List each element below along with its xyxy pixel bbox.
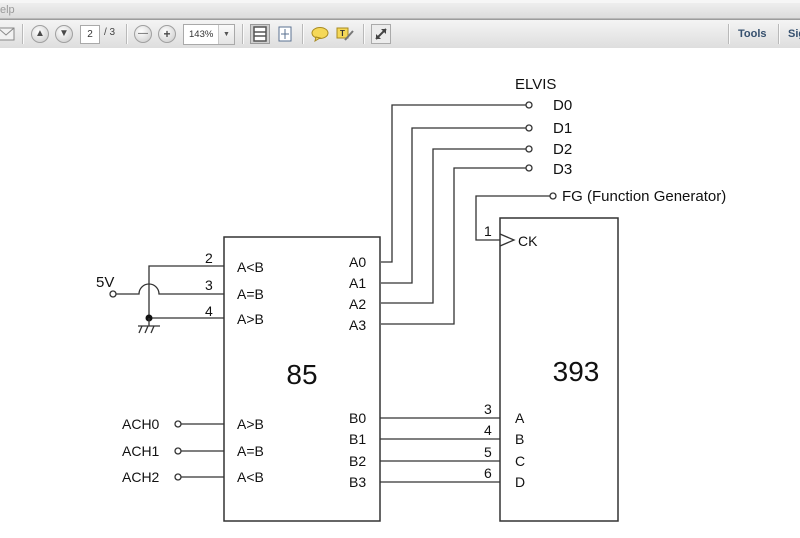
zoom-level-select[interactable]: 143% ▼ (183, 24, 235, 45)
label-d3: D3 (553, 161, 572, 178)
pin-85-a0: A0 (349, 254, 366, 270)
pin-85-a-gt-b: A>B (237, 311, 264, 327)
pin-85-b0: B0 (349, 410, 366, 426)
pin-85-a-lt-b-in: A<B (237, 469, 264, 485)
pin-num-393-1: 1 (484, 223, 492, 239)
terminal-d1 (525, 124, 533, 132)
terminal-5v (109, 290, 117, 298)
label-ach1: ACH1 (122, 443, 160, 459)
pin-num-393-4: 4 (484, 422, 492, 438)
pin-num-4: 4 (205, 303, 213, 319)
pin-85-a2: A2 (349, 296, 366, 312)
pin-85-b1: B1 (349, 431, 366, 447)
toolbar-separator (778, 24, 780, 44)
clock-triangle-icon (499, 233, 516, 247)
pin-393-c: C (515, 453, 525, 469)
menu-bar: elp (0, 0, 800, 19)
wire-a3-d3 (381, 167, 526, 325)
prev-page-button[interactable]: ▲ (30, 24, 50, 44)
toolbar: ▲ ▼ 2 / 3 — + 143% ▼ T Tools Sig (0, 19, 800, 50)
chip-85-label: 85 (286, 359, 317, 390)
speech-bubble-icon (311, 27, 329, 42)
pin-num-393-3: 3 (484, 401, 492, 417)
pin-85-b2: B2 (349, 453, 366, 469)
terminal-ach1 (174, 447, 182, 455)
plus-icon: + (158, 25, 176, 43)
arrow-down-icon: ▼ (55, 25, 73, 43)
zoom-out-button[interactable]: — (133, 24, 153, 44)
label-fg: FG (Function Generator) (562, 188, 726, 205)
pin-num-393-6: 6 (484, 465, 492, 481)
fit-page-button[interactable] (250, 24, 270, 44)
label-5v: 5V (96, 274, 114, 291)
fit-width-button[interactable] (275, 24, 295, 44)
envelope-icon[interactable] (0, 24, 16, 44)
terminal-ach0 (174, 420, 182, 428)
chip-393-label: 393 (553, 356, 600, 387)
sign-button[interactable]: Sig (788, 28, 800, 40)
label-ach2: ACH2 (122, 469, 160, 485)
pin-num-3: 3 (205, 277, 213, 293)
minus-icon: — (134, 25, 152, 43)
document-view: ELVIS D0 D1 D2 D3 FG (Function Generator… (0, 48, 800, 533)
page-number-input[interactable]: 2 (80, 25, 100, 44)
svg-text:T: T (340, 29, 345, 38)
wire-a1-d1 (381, 127, 526, 284)
fullscreen-button[interactable] (371, 24, 391, 44)
zoom-level-value: 143% (189, 29, 214, 40)
highlight-button[interactable]: T (335, 24, 355, 44)
pin-85-a1: A1 (349, 275, 366, 291)
expand-icon (375, 28, 387, 40)
page-total: / 3 (104, 27, 116, 38)
wire-a0-d0 (381, 104, 526, 263)
terminal-d3 (525, 164, 533, 172)
label-d1: D1 (553, 120, 572, 137)
tools-button[interactable]: Tools (738, 28, 767, 40)
comment-button[interactable] (310, 24, 330, 44)
label-d0: D0 (553, 97, 572, 114)
label-ach0: ACH0 (122, 416, 160, 432)
wire-5v-pin3 (116, 283, 224, 295)
wire-fg-ck (475, 195, 550, 241)
pin-393-a: A (515, 410, 525, 426)
schematic-diagram: ELVIS D0 D1 D2 D3 FG (Function Generator… (96, 76, 726, 522)
toolbar-separator (728, 24, 730, 44)
pin-85-b3: B3 (349, 474, 366, 490)
toolbar-separator (242, 24, 244, 44)
arrow-up-icon: ▲ (31, 25, 49, 43)
toolbar-separator (302, 24, 304, 44)
terminal-ach2 (174, 473, 182, 481)
zoom-in-button[interactable]: + (157, 24, 177, 44)
terminal-d2 (525, 145, 533, 153)
label-d2: D2 (553, 141, 572, 158)
pin-num-393-5: 5 (484, 444, 492, 460)
wire-a2-d2 (381, 148, 526, 304)
menu-help[interactable]: elp (0, 4, 15, 16)
pin-85-a-eq-b: A=B (237, 286, 264, 302)
text-highlight-icon: T (336, 27, 354, 41)
terminal-d0 (525, 101, 533, 109)
fit-width-icon (278, 26, 292, 42)
pin-393-d: D (515, 474, 525, 490)
pin-393-ck: CK (518, 233, 538, 249)
pin-393-b: B (515, 431, 524, 447)
pin-num-2: 2 (205, 250, 213, 266)
wire-pin2-ground (148, 265, 224, 318)
elvis-title: ELVIS (515, 76, 556, 93)
chip-393 (499, 217, 619, 522)
ground-icon (138, 318, 160, 334)
pin-85-a-gt-b-in: A>B (237, 416, 264, 432)
fit-page-icon (253, 26, 267, 42)
next-page-button[interactable]: ▼ (54, 24, 74, 44)
toolbar-separator (363, 24, 365, 44)
pin-85-a3: A3 (349, 317, 366, 333)
chevron-down-icon[interactable]: ▼ (218, 25, 234, 44)
pin-85-a-eq-b-in: A=B (237, 443, 264, 459)
terminal-fg (549, 192, 557, 200)
pin-85-a-lt-b: A<B (237, 259, 264, 275)
toolbar-separator (126, 24, 128, 44)
toolbar-separator (22, 24, 24, 44)
chip-85 (223, 236, 381, 522)
